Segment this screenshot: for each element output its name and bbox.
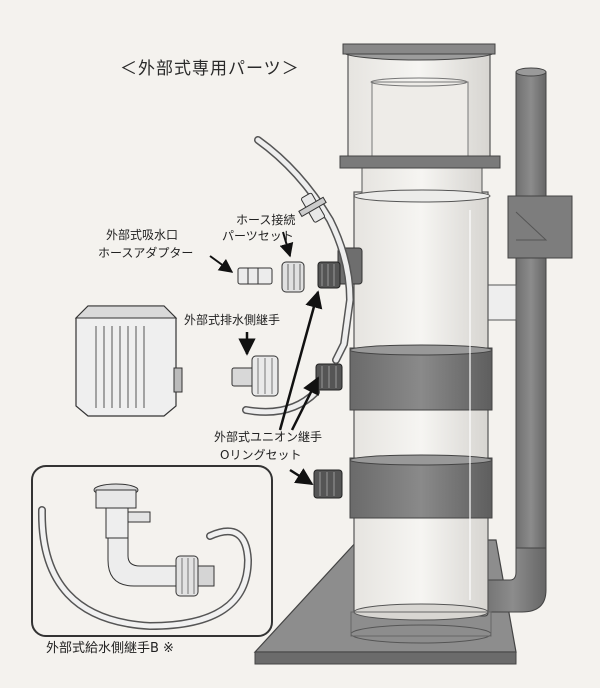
label-supply-joint-b: 外部式給水側継手B ※	[46, 641, 174, 656]
diagram-title: ＜外部式専用パーツ＞	[120, 59, 300, 79]
label-hose-kit-line2: パーツセット	[222, 229, 294, 243]
callout-arrows	[209, 231, 323, 486]
label-intake-adapter-line1: 外部式吸水口	[106, 228, 179, 242]
hose-adapter-part	[237, 261, 305, 293]
label-intake-adapter-line2: ホースアダプター	[98, 246, 194, 260]
arrow-union-top	[278, 290, 323, 431]
arrow-union-mid	[290, 376, 320, 431]
pump-unit	[74, 305, 183, 417]
label-drain-joint: 外部式排水側継手	[184, 313, 281, 327]
arrow-hose-kit	[279, 231, 294, 258]
label-hose-kit-line1: ホース接続	[236, 213, 296, 227]
arrow-intake-adapter	[209, 255, 234, 273]
label-union-oring-line1: 外部式ユニオン継手	[214, 430, 323, 444]
inset-supply-joint	[31, 465, 273, 637]
skimmer-body	[339, 43, 501, 644]
label-union-oring-line2: Oリングセット	[220, 448, 302, 462]
drain-joint-part	[231, 355, 279, 397]
arrow-union-bottom	[289, 468, 314, 486]
